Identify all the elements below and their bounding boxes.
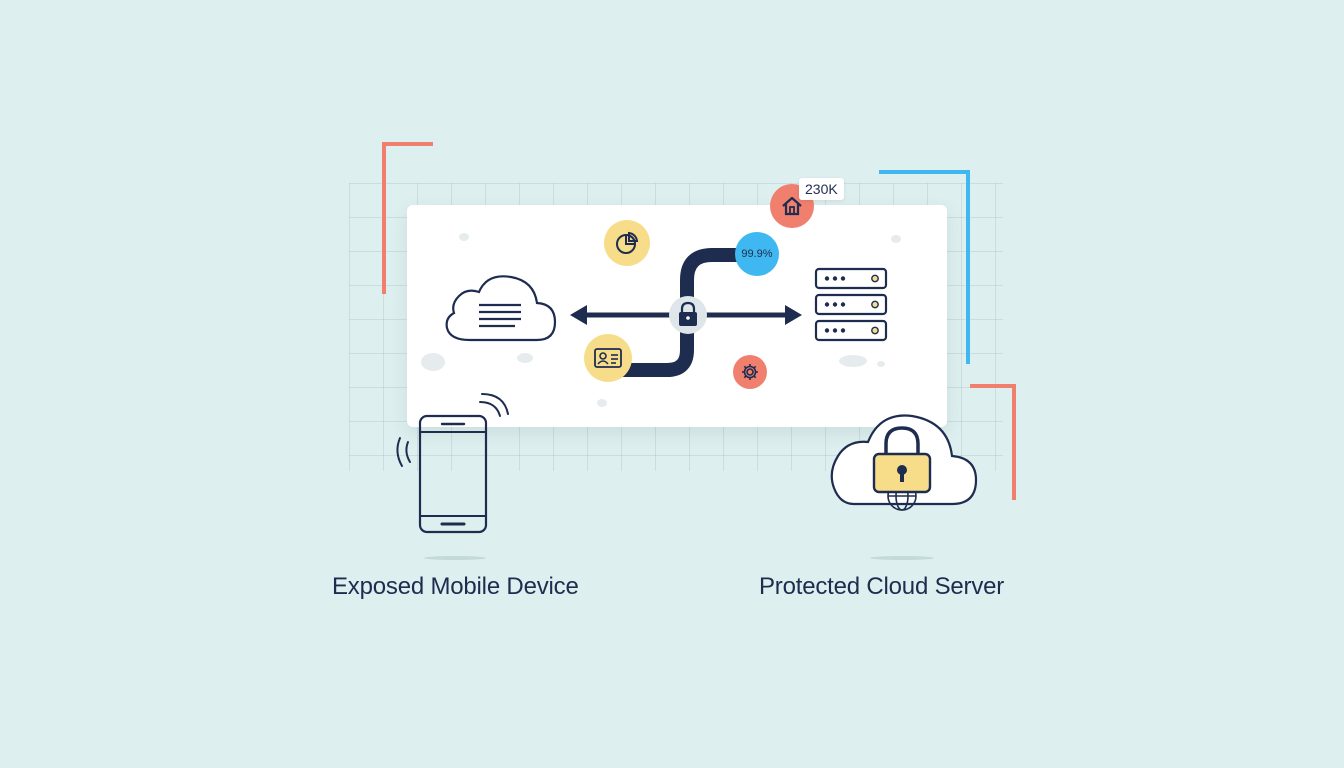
connection-diagram — [445, 248, 888, 377]
decor-dot — [891, 235, 901, 243]
gear-icon — [742, 364, 758, 380]
wireless-signal-icon — [396, 393, 509, 467]
decor-dot — [597, 399, 607, 407]
chart-badge — [604, 220, 650, 266]
decor-dot — [421, 353, 445, 371]
padlock-icon — [872, 426, 932, 494]
stat-value-tag: 230K — [799, 178, 844, 200]
decor-dot — [517, 353, 533, 363]
decor-dot — [839, 355, 867, 367]
protected-cloud-icon — [830, 414, 978, 511]
phone-shadow — [424, 556, 486, 560]
server-rack-icon — [814, 267, 888, 342]
decor-dot — [877, 361, 885, 367]
mobile-device-label: Exposed Mobile Device — [332, 573, 579, 600]
bottom-right-red-bracket — [970, 384, 1016, 500]
id-card-badge — [584, 334, 632, 382]
top-right-blue-bracket — [879, 170, 970, 364]
lock-icon — [669, 296, 707, 334]
home-icon — [782, 196, 802, 216]
cloud-icon — [445, 275, 557, 342]
id-card-icon — [594, 348, 622, 368]
uptime-value: 99.9% — [741, 248, 773, 260]
cloud-server-label: Protected Cloud Server — [759, 573, 1005, 600]
uptime-badge: 99.9% — [735, 232, 779, 276]
cloud-shadow — [870, 556, 934, 560]
mobile-phone-icon — [396, 393, 509, 534]
gear-badge — [733, 355, 767, 389]
top-left-red-bracket — [382, 142, 433, 294]
pie-chart-icon — [616, 231, 639, 254]
decor-dot — [459, 233, 469, 241]
